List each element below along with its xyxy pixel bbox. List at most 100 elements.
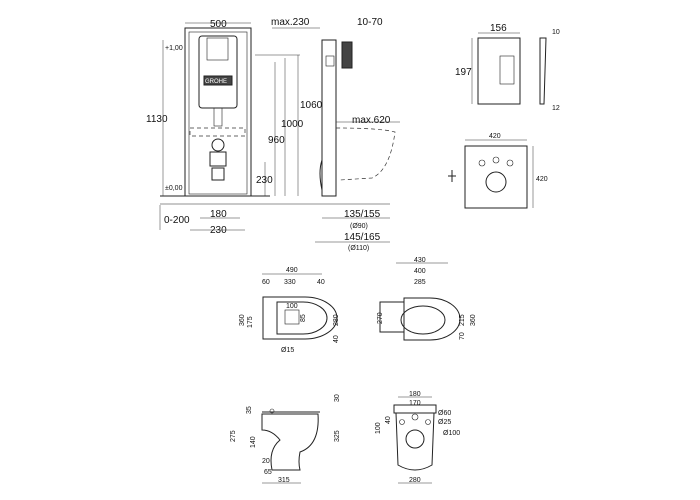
flush-plate-side [341, 41, 353, 69]
dim-180: 180 [409, 391, 421, 398]
bolt-hole-left [399, 419, 405, 425]
flush-plate-profile [539, 37, 547, 105]
bowl-outline [189, 127, 246, 137]
dim-max-620: max.620 [352, 115, 391, 126]
bolt-hole-right [506, 159, 514, 167]
dim-dia-90: (Ø90) [350, 223, 368, 230]
dim-100: 100 [375, 422, 382, 434]
drain-pipe [211, 167, 225, 181]
dim-500: 500 [210, 19, 227, 30]
seat-outline [403, 297, 461, 341]
drain-elbow [209, 151, 227, 167]
toilet-outline [262, 296, 338, 340]
drain-hole [485, 171, 507, 193]
dim-430: 430 [414, 257, 426, 264]
dim-max-230: max.230 [271, 17, 310, 28]
outlet-hole [405, 429, 425, 449]
dim-215: 215 [459, 314, 466, 326]
dim-40-bottom: 40 [333, 335, 340, 343]
dim-145-165: 145/165 [344, 232, 381, 243]
hinge [269, 408, 275, 414]
dim-960: 960 [268, 135, 285, 146]
dim-100: 100 [286, 303, 298, 310]
frame-side [321, 39, 337, 197]
dim-285: 285 [414, 279, 426, 286]
dim-420-height: 420 [536, 176, 548, 183]
sound-insulation-pad-view: 420 420 [448, 133, 548, 209]
dim-10-70: 10-70 [357, 17, 383, 28]
flush-button [499, 55, 515, 85]
installation-frame-side-view: max.230 10-70 max.620 135/155 (Ø90) 145/… [271, 17, 400, 252]
dim-420-width: 420 [489, 133, 501, 140]
frame-inner [188, 31, 248, 195]
dim-20: 20 [262, 458, 270, 465]
dim-275: 275 [230, 430, 237, 442]
dim-dia-100: Ø100 [443, 430, 460, 437]
dim-315: 315 [278, 477, 290, 484]
dim-70: 70 [459, 332, 466, 340]
toilet-top-view: 490 60 330 40 100 360 175 85 280 40 Ø15 [239, 267, 340, 354]
toilet-back-view: 180 170 Ø60 Ø25 Ø100 40 100 280 [375, 391, 460, 484]
dim-490: 490 [286, 267, 298, 274]
drain-bend [319, 159, 323, 191]
dim-360: 360 [239, 314, 246, 326]
dim-175: 175 [247, 316, 254, 328]
dim-35: 35 [246, 406, 253, 414]
flush-pipe [213, 107, 223, 127]
dim-180: 180 [210, 209, 227, 220]
dim-360: 360 [470, 314, 477, 326]
toilet-side-view: 30 35 275 325 140 20 65 315 [230, 394, 341, 484]
bowl-rim [276, 301, 328, 335]
dim-dia-15: Ø15 [281, 347, 294, 354]
dim-170: 170 [409, 400, 421, 407]
drain-connection [211, 138, 225, 152]
dim-230-width: 230 [210, 225, 227, 236]
dim-230-height: 230 [256, 175, 273, 186]
dim-1060: 1060 [300, 100, 323, 111]
flush-plate-view: 156 197 10 12 [455, 23, 560, 112]
installation-frame-front-view: GROHE 500 1130 +1,00 ±0,00 1060 1000 960… [146, 19, 390, 236]
brand-logo-text: GROHE [205, 79, 227, 85]
toilet-bowl-outline [335, 127, 396, 181]
dim-270: 270 [377, 312, 384, 324]
back-body [395, 412, 435, 471]
bolt-hole-right [425, 419, 431, 425]
cistern [198, 35, 238, 109]
dim-197: 197 [455, 67, 472, 78]
opening [284, 309, 300, 325]
dim-140: 140 [250, 436, 257, 448]
frame-outline [184, 27, 252, 197]
inlet-hole [492, 156, 500, 164]
pad-side [448, 170, 456, 182]
dim-40: 40 [385, 416, 392, 424]
seat-top-view: 430 400 285 270 215 360 70 [377, 257, 477, 341]
dim-40: 40 [317, 279, 325, 286]
actuator-opening [206, 37, 229, 61]
flush-plate [477, 37, 521, 105]
dim-30: 30 [334, 394, 341, 402]
bolt-hole-left [478, 159, 486, 167]
dim-65: 65 [264, 469, 272, 476]
dim-280: 280 [409, 477, 421, 484]
dim-1130: 1130 [146, 114, 168, 125]
sound-pad [464, 145, 528, 209]
dim-330: 330 [284, 279, 296, 286]
dim-280: 280 [333, 314, 340, 326]
grohe-logo [203, 75, 233, 86]
level-top: +1,00 [165, 45, 183, 52]
dim-dia-110: (Ø110) [348, 245, 369, 252]
valve [325, 55, 335, 67]
level-floor: ±0,00 [165, 185, 183, 192]
dim-dia-60: Ø60 [438, 410, 451, 417]
dim-325: 325 [334, 430, 341, 442]
dim-dia-25: Ø25 [438, 419, 451, 426]
dim-400: 400 [414, 268, 426, 275]
dim-60: 60 [262, 279, 270, 286]
dim-156: 156 [490, 23, 507, 34]
toilet-body [261, 413, 319, 471]
seat-opening [400, 305, 446, 335]
dim-1000: 1000 [281, 119, 304, 130]
dim-135-155: 135/155 [344, 209, 381, 220]
dim-0-200: 0-200 [164, 215, 190, 226]
